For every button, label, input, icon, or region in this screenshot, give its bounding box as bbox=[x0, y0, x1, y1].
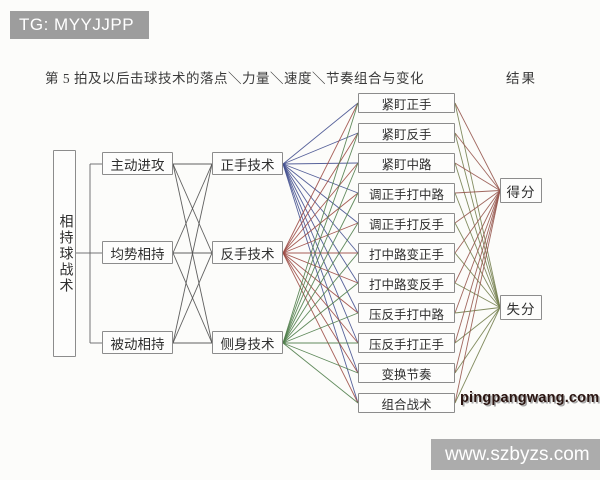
node-tactic-4: 调正手打反手 bbox=[358, 213, 455, 233]
result-column-header: 结果 bbox=[506, 71, 537, 86]
node-situation-active-attack: 主动进攻 bbox=[102, 152, 173, 175]
node-technique-backhand: 反手技术 bbox=[212, 241, 283, 264]
node-tactic-8: 压反手打正手 bbox=[358, 333, 455, 353]
node-result-lose: 失分 bbox=[500, 295, 542, 320]
tg-watermark-banner: TG: MYYJJPP bbox=[10, 11, 149, 39]
node-tactic-2: 紧盯中路 bbox=[358, 153, 455, 173]
node-technique-sidestep: 侧身技术 bbox=[212, 331, 283, 354]
node-tactic-6: 打中路变反手 bbox=[358, 273, 455, 293]
node-tactic-7: 压反手打中路 bbox=[358, 303, 455, 323]
pingpangwang-watermark: pingpangwang.com bbox=[460, 390, 600, 406]
node-rally-tactics: 相持球战术 bbox=[53, 150, 76, 357]
node-situation-even-rally: 均势相持 bbox=[102, 241, 173, 264]
node-result-score: 得分 bbox=[500, 178, 542, 203]
node-technique-forehand: 正手技术 bbox=[212, 152, 283, 175]
szbyzs-watermark-banner: www.szbyzs.com bbox=[431, 439, 600, 470]
node-tactic-1: 紧盯反手 bbox=[358, 123, 455, 143]
node-situation-passive-rally: 被动相持 bbox=[102, 331, 173, 354]
node-tactic-10: 组合战术 bbox=[358, 393, 455, 413]
diagram-title: 第 5 拍及以后击球技术的落点＼力量＼速度＼节奏组合与变化 bbox=[45, 71, 424, 86]
node-tactic-0: 紧盯正手 bbox=[358, 93, 455, 113]
node-tactic-5: 打中路变正手 bbox=[358, 243, 455, 263]
node-tactic-3: 调正手打中路 bbox=[358, 183, 455, 203]
node-tactic-9: 变换节奏 bbox=[358, 363, 455, 383]
